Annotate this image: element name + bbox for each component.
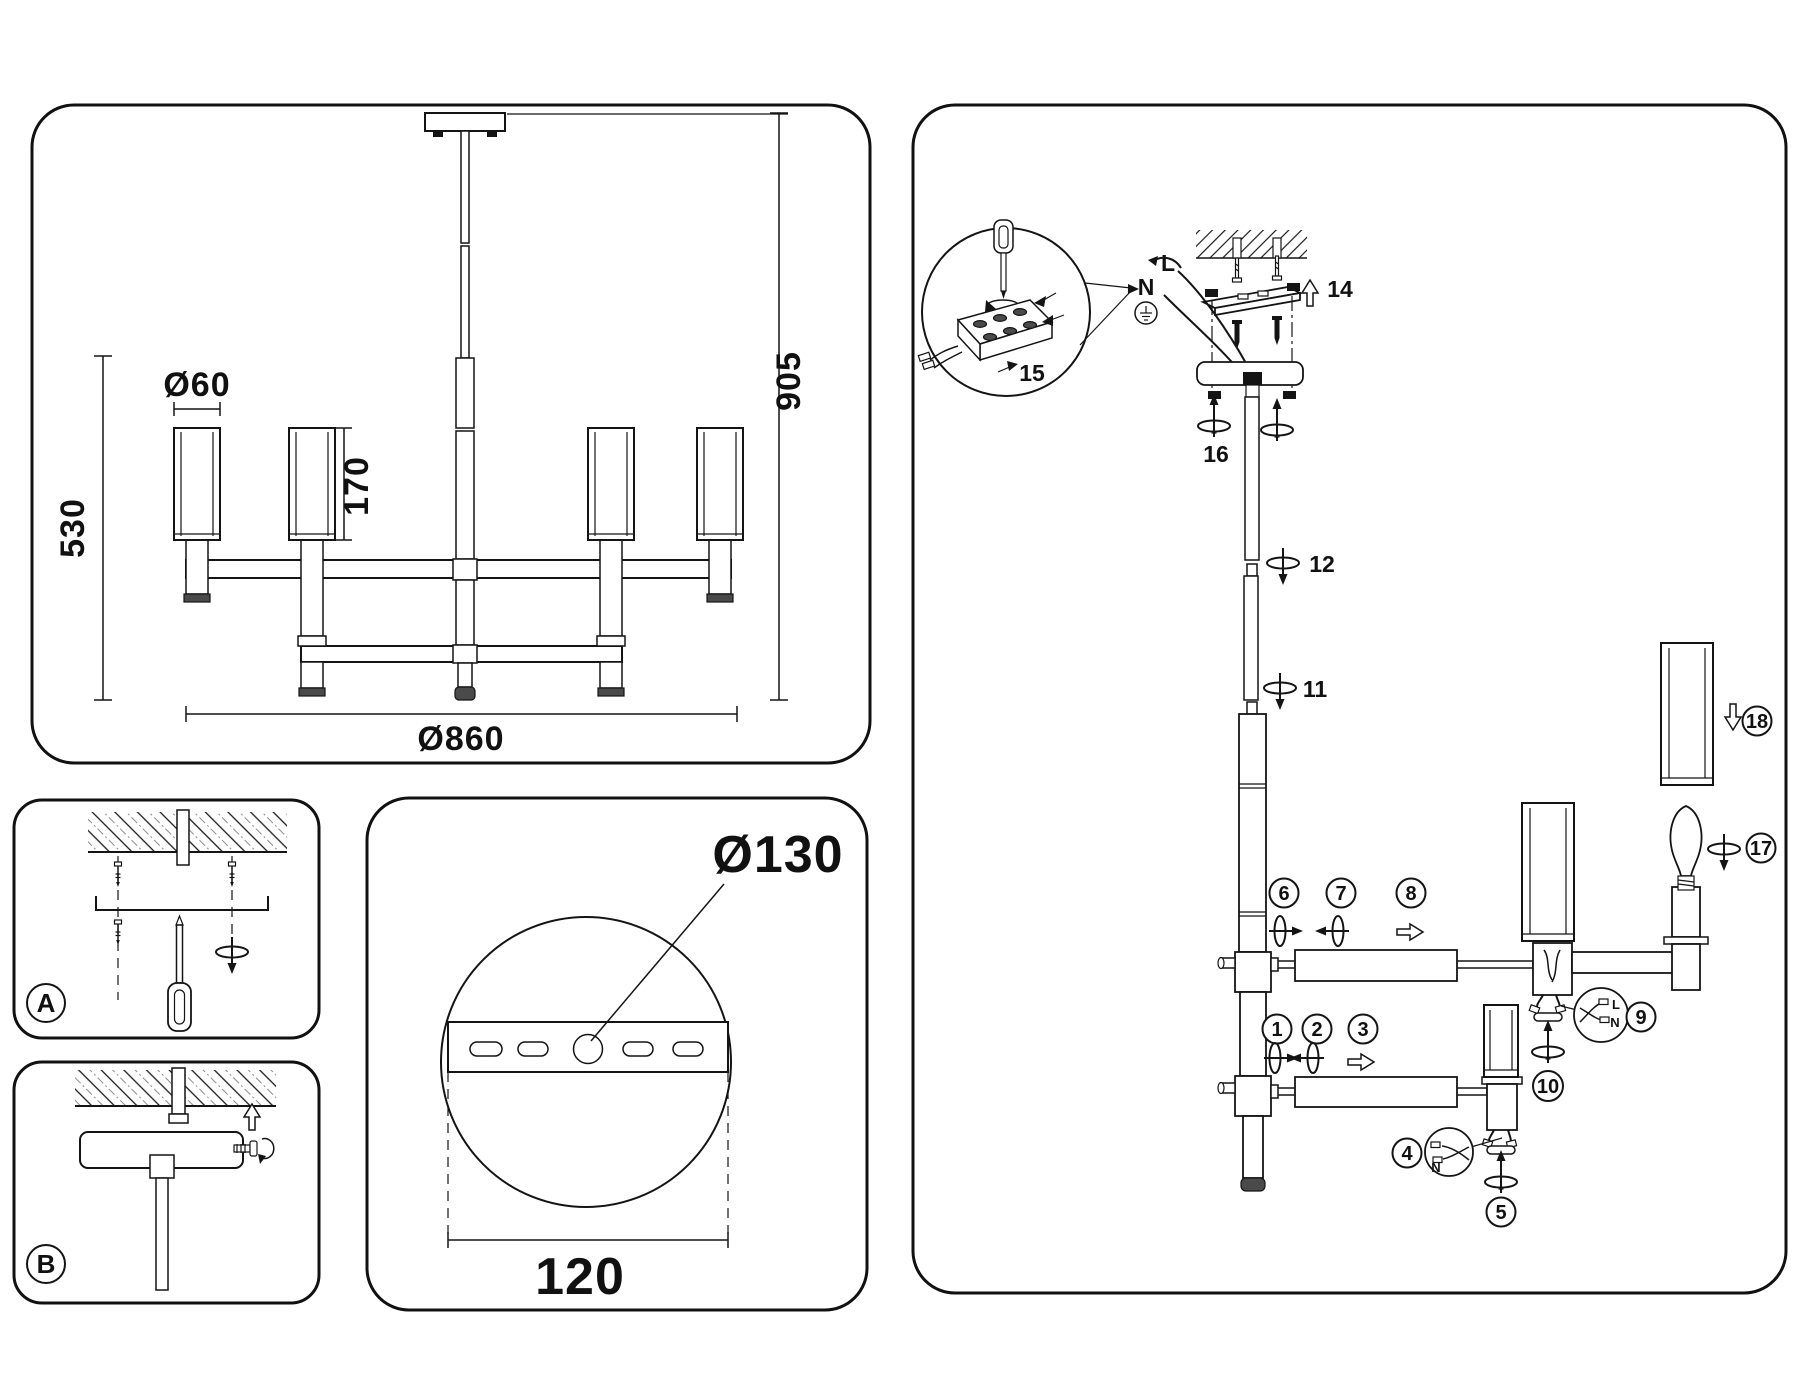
- step-18-label: 18: [1746, 711, 1768, 733]
- wire-connect-detail-4: N 4: [1391, 1127, 1474, 1177]
- step-14-label: 14: [1327, 276, 1353, 302]
- screwdriver-icon: [167, 914, 192, 1032]
- step-11-label: 11: [1303, 676, 1328, 702]
- mount-plate-detail-panel: Ø130 120: [365, 796, 869, 1312]
- shade-icon: [1660, 642, 1714, 786]
- upper-arm-assembly: [1270, 802, 1578, 1015]
- detail9-neutral-label: N: [1610, 1015, 1619, 1030]
- step-15-label: 15: [1019, 360, 1045, 386]
- step-10-label: 10: [1537, 1076, 1559, 1098]
- step-b-badge-label: B: [37, 1249, 56, 1279]
- dim-shade-diameter: Ø60: [163, 366, 230, 404]
- step-a-panel: A: [12, 798, 321, 1040]
- lower-arm-assembly: [1270, 1004, 1523, 1149]
- step-2-label: 2: [1311, 1019, 1322, 1041]
- lamp-socket-and-bulb: 17 18: [1571, 642, 1777, 991]
- step-16-label: 16: [1203, 441, 1229, 467]
- step-1-label: 1: [1271, 1019, 1282, 1041]
- chandelier-front-view: [173, 112, 744, 701]
- dimension-annotations: Ø60 170 530 905 Ø860: [54, 112, 808, 758]
- step-5-label: 5: [1495, 1202, 1506, 1224]
- step-17-label: 17: [1750, 838, 1772, 860]
- step-badges-upper-arm: 6 7 8: [1268, 877, 1427, 947]
- dim-hole-spacing: 120: [535, 1248, 625, 1306]
- step-4-label: 4: [1401, 1143, 1413, 1165]
- screwdriver-icon: [993, 219, 1014, 299]
- dim-body-height: 530: [54, 498, 92, 558]
- detail4-neutral-label: N: [1431, 1160, 1440, 1175]
- dim-shade-height: 170: [338, 456, 376, 516]
- step-8-label: 8: [1405, 883, 1416, 905]
- wire-neutral-label: N: [1138, 274, 1155, 300]
- step-badges-lower-arm: 1 2 3: [1261, 1013, 1379, 1074]
- step-12-label: 12: [1309, 551, 1335, 577]
- assembly-panel: 14 N L: [911, 103, 1788, 1295]
- central-column: [1217, 713, 1272, 1192]
- step-b-panel: B: [12, 1060, 321, 1305]
- canopy-and-stem: 16 12 11: [1196, 361, 1335, 715]
- shade-drawings: [173, 427, 744, 541]
- ceiling-and-bracket: 14: [1196, 230, 1353, 388]
- cap-sequence-5: 5: [1484, 1145, 1518, 1228]
- shade-icon: [1483, 1004, 1519, 1078]
- step-9-label: 9: [1635, 1007, 1646, 1029]
- wire-live-label: L: [1161, 250, 1175, 276]
- step-a-badge-label: A: [37, 988, 56, 1018]
- wire-connect-detail-9: L N 9: [1573, 987, 1657, 1043]
- cap-sequence-10: 10: [1531, 1012, 1565, 1102]
- detail9-live-label: L: [1612, 997, 1620, 1012]
- ground-symbol-icon: [1134, 301, 1158, 325]
- step-3-label: 3: [1357, 1019, 1368, 1041]
- step-6-label: 6: [1278, 883, 1289, 905]
- dim-total-height: 905: [770, 351, 808, 411]
- mounting-bracket-icon: [95, 896, 269, 911]
- side-screw-icon: [233, 1137, 275, 1164]
- dim-plate-diameter: Ø130: [712, 826, 843, 884]
- canopy-drawing: [79, 1131, 244, 1291]
- front-view-panel: Ø60 170 530 905 Ø860: [30, 103, 872, 765]
- dim-total-diameter: Ø860: [417, 720, 504, 758]
- mount-bracket-strip: [447, 1021, 729, 1073]
- terminal-block-detail: 15: [917, 219, 1139, 397]
- step-7-label: 7: [1335, 883, 1346, 905]
